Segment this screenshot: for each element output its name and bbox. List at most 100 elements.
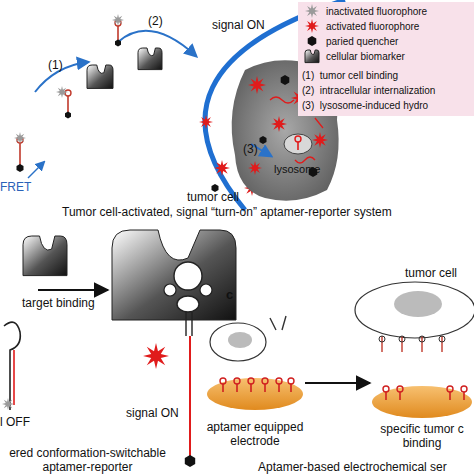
biomarker-shape xyxy=(87,65,113,88)
legend-row: (3) lysosome-induced hydro xyxy=(302,98,472,113)
aptamer-loop xyxy=(174,262,202,290)
panel-caption: ered conformation-switchable aptamer-rep… xyxy=(0,446,175,474)
aptamer-stem xyxy=(250,384,252,392)
biomarker-large xyxy=(112,230,236,320)
electrode xyxy=(372,386,472,418)
bound-aptamer-loop xyxy=(439,336,445,342)
node-box: l OFF xyxy=(0,270,38,435)
node-text: specific tumor c binding xyxy=(370,422,474,450)
node-text: aptamer equipped electrode xyxy=(205,420,305,448)
aptamer-loop xyxy=(295,136,301,142)
aptamer-stem xyxy=(186,312,192,336)
tumor-cell-small xyxy=(210,323,266,361)
legend-box: inactivated fluorophore activated fluorop… xyxy=(298,2,474,116)
lysosome-body xyxy=(284,134,312,154)
reporter-strand xyxy=(189,336,191,456)
activated-fluorophore xyxy=(199,115,213,129)
edge-label: target binding xyxy=(22,296,95,310)
legend-row: (1) tumor cell binding xyxy=(302,68,472,83)
aptamer-stem xyxy=(297,142,299,150)
legend-swatch xyxy=(302,4,324,20)
quencher-hexagon xyxy=(281,75,290,85)
legend-row: inactivated fluorophore xyxy=(302,4,472,19)
aptamer-stem xyxy=(290,384,292,392)
activated-fluorophore xyxy=(248,76,266,94)
legend-swatch xyxy=(302,49,324,65)
activated-fluorophore xyxy=(214,160,230,176)
legend-row: cellular biomarker xyxy=(302,49,472,64)
aptamer-loop xyxy=(164,284,176,296)
aptamer-stem xyxy=(236,384,238,392)
aptamer-stem xyxy=(463,392,465,400)
node-box: aptamer equipped electrode xyxy=(205,372,305,452)
inactivated-fluorophore xyxy=(2,398,14,410)
legend-row: paried quencher xyxy=(302,34,472,49)
legend-text: activated fluorophore xyxy=(326,21,419,33)
bound-aptamer-loop xyxy=(419,336,425,342)
bound-aptamer-loop xyxy=(379,336,385,342)
node-outline xyxy=(268,128,328,186)
legend-text: inactivated fluorophore xyxy=(326,6,427,18)
flow-arrow xyxy=(305,382,370,384)
inactivated-fluorophore xyxy=(14,132,26,144)
aptamer-stem xyxy=(19,143,21,165)
aptamer-loop xyxy=(65,90,71,96)
bound-aptamer xyxy=(381,336,382,352)
activated-fluorophore xyxy=(143,343,169,369)
aptamer-loop xyxy=(276,378,282,384)
aptamer-loop xyxy=(461,386,467,392)
cell-nucleus xyxy=(228,332,252,348)
aptamer-loop xyxy=(177,296,199,312)
legend-text: (1) tumor cell binding xyxy=(302,70,398,82)
activated-fluorophore xyxy=(271,116,287,132)
aptamer-loop xyxy=(447,386,453,392)
node-text: lysosome xyxy=(274,162,320,176)
reporter-strand xyxy=(13,350,15,405)
quencher-hexagon xyxy=(260,136,267,144)
aptamer-stem xyxy=(222,384,224,392)
aptamer-loop xyxy=(262,378,268,384)
panel-caption: Tumor cell-activated, signal “turn-on” a… xyxy=(62,205,392,219)
legend-text: cellular biomarker xyxy=(326,51,405,63)
inactivated-fluorophore xyxy=(56,86,68,98)
text-label: FRET xyxy=(0,180,31,194)
tumor-cell-large xyxy=(355,282,474,338)
text-label: (3) xyxy=(243,142,258,156)
text-label: signal ON xyxy=(212,18,265,32)
legend-row: activated fluorophore xyxy=(302,19,472,34)
aptamer-loop xyxy=(288,378,294,384)
aptamer-free xyxy=(270,316,286,330)
activated-fluorophore xyxy=(248,161,262,175)
bound-aptamer xyxy=(401,336,402,352)
aptamer-stem xyxy=(399,392,401,400)
biomarker-shape xyxy=(305,50,319,63)
legend-text: (3) lysosome-induced hydro xyxy=(302,100,428,112)
aptamer-stem xyxy=(117,26,119,40)
aptamer-loop xyxy=(220,378,226,384)
text-label: c xyxy=(226,288,233,302)
flow-arrow xyxy=(38,289,108,291)
quencher-hexagon xyxy=(65,112,71,119)
node-text: tumor cell xyxy=(187,190,239,204)
aptamer-loop xyxy=(383,386,389,392)
text-label: tumor cell xyxy=(405,266,457,280)
aptamer-remnant xyxy=(4,322,20,410)
cell-nucleus xyxy=(394,291,442,317)
legend-row: (2) intracellular internalization xyxy=(302,83,472,98)
biomarker-shape xyxy=(138,48,162,70)
quencher-hexagon xyxy=(185,455,195,467)
inactivated-fluorophore xyxy=(305,4,319,18)
node-text: signal ON xyxy=(126,406,179,420)
reporter-off-area xyxy=(0,270,38,271)
aptamer-loop xyxy=(234,378,240,384)
activated-fluorophore xyxy=(312,132,328,148)
aptamer-loop xyxy=(248,378,254,384)
quencher-hexagon xyxy=(115,40,121,47)
aptamer-loop xyxy=(397,386,403,392)
legend-text: paried quencher xyxy=(326,36,398,48)
aptamer-loop xyxy=(200,284,212,296)
quencher-hexagon xyxy=(308,36,317,46)
bound-aptamer xyxy=(421,336,422,352)
node-text: l OFF xyxy=(0,415,30,429)
